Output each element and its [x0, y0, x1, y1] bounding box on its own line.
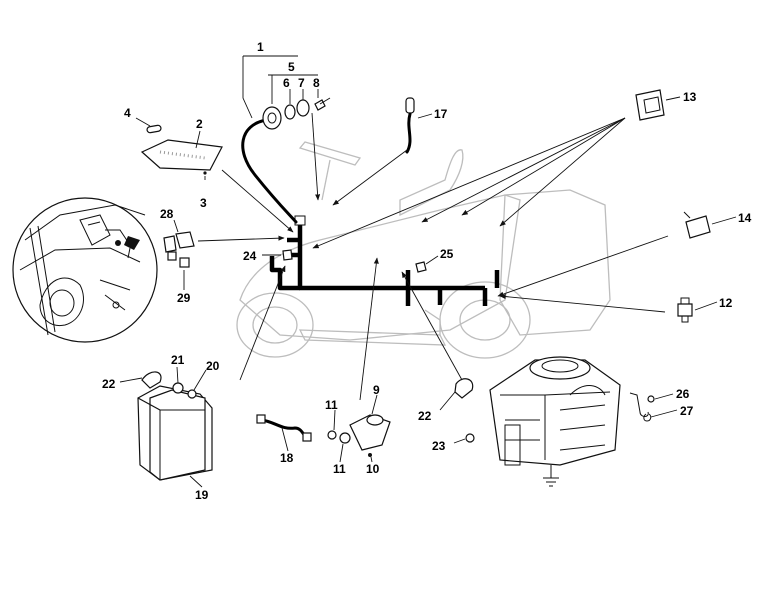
ignition-switch-assembly — [262, 97, 331, 130]
callout-4: 4 — [124, 106, 131, 120]
callout-26: 26 — [676, 387, 690, 401]
callout-27: 27 — [680, 404, 694, 418]
callout-24: 24 — [243, 249, 257, 263]
starter-solenoid — [327, 414, 391, 457]
battery — [137, 371, 213, 481]
tractor-outline — [236, 141, 611, 359]
callout-20: 20 — [206, 359, 220, 373]
wiring-harness — [269, 215, 500, 306]
callout-labels: 1 5 6 7 8 4 2 3 17 13 14 12 28 29 24 25 … — [102, 40, 752, 502]
callout-21: 21 — [171, 353, 185, 367]
callout-18: 18 — [280, 451, 294, 465]
control-panel — [140, 124, 223, 175]
callout-14: 14 — [738, 211, 752, 225]
connectors — [163, 231, 195, 268]
callout-3: 3 — [200, 196, 207, 210]
callout-10: 10 — [366, 462, 380, 476]
sensor-cable — [405, 97, 415, 154]
callout-22-left: 22 — [102, 377, 116, 391]
detail-inset — [12, 197, 158, 343]
callout-9: 9 — [373, 383, 380, 397]
callout-13: 13 — [683, 90, 697, 104]
callout-25: 25 — [440, 247, 454, 261]
leader-lines — [119, 55, 737, 488]
callout-12: 12 — [719, 296, 733, 310]
clip-and-spring — [629, 392, 655, 422]
engine-caps — [454, 378, 475, 443]
callout-7: 7 — [298, 76, 305, 90]
callout-5: 5 — [288, 60, 295, 74]
callout-1: 1 — [257, 40, 264, 54]
callout-11-bottom: 11 — [333, 462, 346, 476]
callout-22-right: 22 — [418, 409, 432, 423]
micro-switch — [683, 211, 711, 239]
callout-6: 6 — [283, 76, 290, 90]
callout-2: 2 — [196, 117, 203, 131]
callout-29: 29 — [177, 291, 191, 305]
callout-23: 23 — [432, 439, 446, 453]
safety-switch — [635, 89, 665, 121]
ignition-cable — [241, 118, 298, 224]
battery-lead — [256, 414, 312, 442]
callout-28: 28 — [160, 207, 174, 221]
callout-17: 17 — [434, 107, 448, 121]
callout-19: 19 — [195, 488, 209, 502]
callout-11-top: 11 — [325, 398, 338, 412]
oil-sender — [677, 297, 693, 323]
engine — [489, 356, 621, 466]
ground-symbol-icon — [543, 465, 559, 487]
callout-8: 8 — [313, 76, 320, 90]
small-connectors — [282, 249, 427, 273]
